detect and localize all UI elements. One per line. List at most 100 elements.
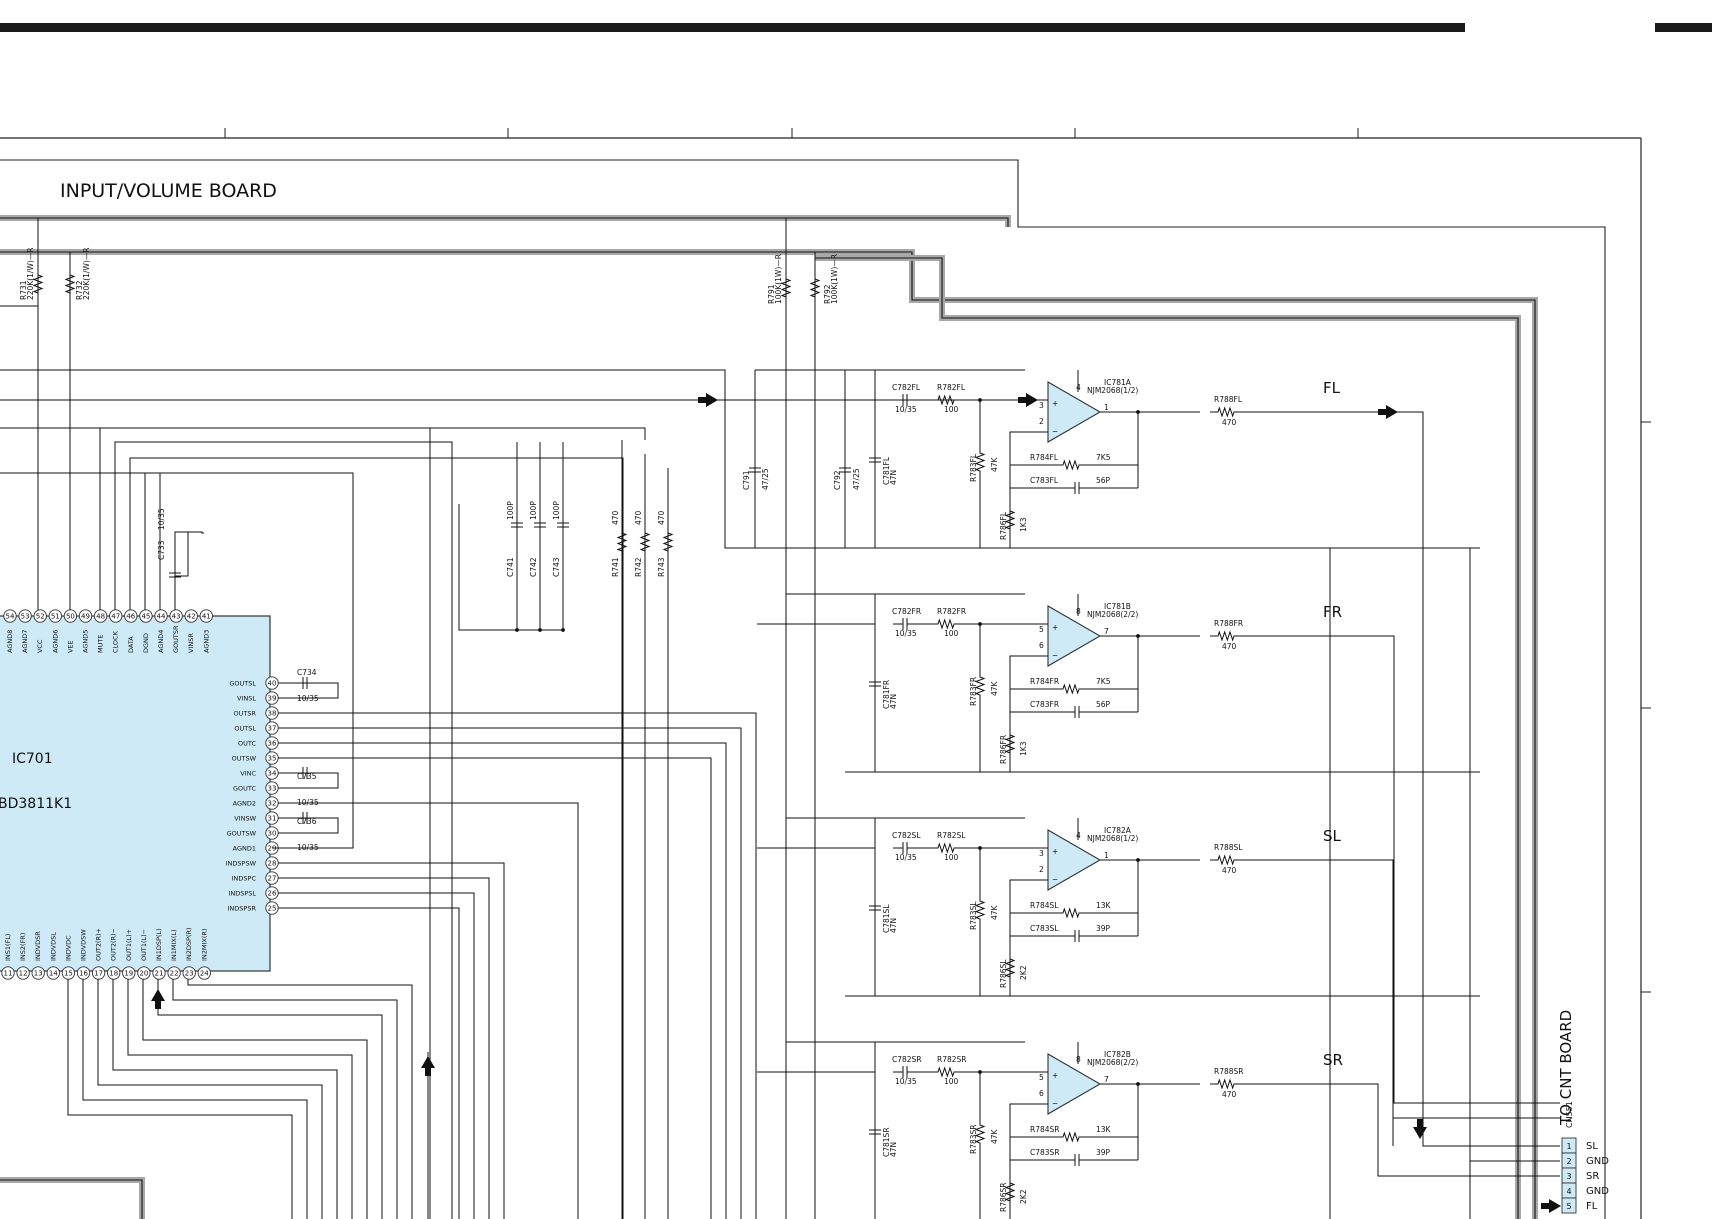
sl-pin-in-plus: 3 bbox=[1039, 849, 1044, 858]
c791-label: C791 bbox=[742, 470, 751, 490]
fr-r788-value: 470 bbox=[1222, 642, 1237, 651]
wire-fl-inv bbox=[1009, 431, 1048, 548]
fl-c782-value: 10/35 bbox=[895, 405, 917, 414]
fr-c781-label: C781FR bbox=[882, 680, 891, 709]
c743-capacitor bbox=[557, 513, 569, 537]
ic-right-pin-31-num: 31 bbox=[268, 815, 277, 823]
ic-top-pin-51-num: 51 bbox=[51, 613, 60, 621]
c743-label: C743 bbox=[552, 557, 561, 577]
fr-opamp-body bbox=[1047, 605, 1102, 667]
pin20-arrow bbox=[151, 989, 165, 1009]
ic-top-pin-49-num: 49 bbox=[81, 613, 90, 621]
sl-c781-capacitor bbox=[869, 896, 881, 920]
sl-c781-label: C781SL bbox=[882, 904, 891, 933]
connector-pin-5-label: FL bbox=[1586, 1201, 1598, 1212]
sl-opamp-body bbox=[1047, 829, 1102, 891]
ic-bottom-pin-15-num: 15 bbox=[64, 970, 73, 978]
ic-right-pin-name-34: VINC bbox=[240, 770, 256, 778]
ic-top-pin-name-50: VEE bbox=[66, 640, 74, 653]
fl-op-arrow bbox=[1018, 393, 1038, 407]
ic-bottom-pin-name-23: IN2DSP(R) bbox=[185, 927, 193, 961]
fl-c782 bbox=[893, 394, 917, 406]
sr-r783-label: R783SR bbox=[969, 1125, 978, 1155]
ic-right-pin-name-29: AGND1 bbox=[233, 845, 256, 853]
sr-c783-label: C783SR bbox=[1030, 1148, 1060, 1157]
sr-c782-label: C782SR bbox=[892, 1055, 922, 1064]
r743-resistor bbox=[662, 530, 674, 554]
ic-bottom-pin-18-num: 18 bbox=[109, 970, 118, 978]
ic-top-pin-42-circle bbox=[184, 609, 198, 623]
ic-right-pin-name-39: VINSL bbox=[237, 695, 256, 703]
sl-r783 bbox=[974, 898, 986, 922]
ic-right-pin-name-28: INDSPSW bbox=[226, 860, 257, 868]
ic-top-pin-43-circle bbox=[169, 609, 183, 623]
fr-opamp-plus: + bbox=[1052, 623, 1058, 632]
ic-top-pin-42-num: 42 bbox=[187, 613, 196, 621]
fl-out-arrow bbox=[1378, 405, 1398, 419]
wire-c733-loop bbox=[175, 531, 189, 577]
fl-r782-value: 100 bbox=[944, 405, 959, 414]
ic-right-pin-32-num: 32 bbox=[268, 800, 277, 808]
r731-label: R731 bbox=[19, 280, 28, 300]
r741-label: R741 bbox=[611, 557, 620, 577]
ic-top-pin-name-44: AGND4 bbox=[157, 630, 165, 653]
ic-bottom-pin-22-num: 22 bbox=[170, 970, 179, 978]
ic-top-pin-54-num: 54 bbox=[6, 613, 15, 621]
r791-resistor bbox=[780, 276, 792, 300]
ic-bottom-pin-23-circle bbox=[182, 966, 196, 980]
fl-r783-value: 47K bbox=[990, 456, 999, 472]
fl-opamp-body bbox=[1047, 381, 1102, 443]
sl-c782 bbox=[893, 842, 917, 854]
fr-r788 bbox=[1210, 630, 1246, 642]
sr-r788-label: R788SR bbox=[1214, 1067, 1244, 1076]
fr-r784-label: R784FR bbox=[1030, 677, 1059, 686]
sr-opamp-minus: − bbox=[1052, 1099, 1058, 1108]
fl-r782-label: R782FL bbox=[937, 383, 966, 392]
sl-c783-capacitor bbox=[1065, 930, 1089, 942]
fl-opamp-plus: + bbox=[1052, 399, 1058, 408]
ic-right-pin-28-num: 28 bbox=[268, 860, 277, 868]
fr-r784 bbox=[1055, 683, 1091, 695]
sr-r784 bbox=[1055, 1131, 1091, 1143]
ic-right-pin-40-num: 40 bbox=[268, 680, 277, 688]
ic-right-pin-name-33: GOUTC bbox=[233, 785, 257, 793]
board-outline bbox=[0, 159, 1606, 1219]
ic-top-pin-41-num: 41 bbox=[202, 613, 211, 621]
c742-value: 100P bbox=[529, 501, 538, 520]
fr-channel-label: FR bbox=[1323, 603, 1342, 621]
ic-top-pin-45-circle bbox=[139, 609, 153, 623]
fl-c783-capacitor bbox=[1065, 482, 1089, 494]
ic701-body bbox=[0, 615, 271, 972]
ic-bottom-pin-name-22: IN1MIX(L) bbox=[170, 929, 178, 961]
wire-mute bbox=[129, 457, 624, 1219]
ic-top-pin-name-53: AGND7 bbox=[21, 630, 29, 653]
bus-3 bbox=[815, 257, 1519, 1219]
ic-bottom-pin-11-circle bbox=[1, 966, 15, 980]
c742-label: C742 bbox=[529, 557, 538, 577]
ic-bottom-pin-13-num: 13 bbox=[34, 970, 43, 978]
r741-resistor bbox=[616, 530, 628, 554]
ic-right-pin-33-num: 33 bbox=[268, 785, 277, 793]
fl-ic-ref: IC781A bbox=[1104, 378, 1132, 387]
c736-label: C736 bbox=[297, 817, 317, 826]
wire-sl-loop bbox=[1246, 859, 1394, 1146]
r732-value: 220K(1/W)—R bbox=[82, 247, 91, 300]
connector-pin-3-num: 3 bbox=[1566, 1172, 1571, 1181]
sr-pin-in-minus: 6 bbox=[1039, 1089, 1044, 1098]
sr-r783 bbox=[974, 1122, 986, 1146]
fr-r786-value: 1K3 bbox=[1019, 741, 1028, 756]
ic-bottom-pin-17-circle bbox=[91, 966, 106, 980]
connector-pin-1-label: SL bbox=[1586, 1141, 1598, 1152]
fl-r783-label: R783FL bbox=[969, 453, 978, 482]
wire-gnd-main bbox=[762, 547, 1471, 1219]
r792-label: R792 bbox=[823, 284, 832, 304]
ic-bottom-pin-name-14: INDVDSL bbox=[49, 932, 57, 961]
wire-bottom-bus-1 bbox=[157, 979, 383, 1219]
fr-pin-out: 7 bbox=[1104, 627, 1109, 636]
fl-ic-part: NJM2068(1/2) bbox=[1087, 386, 1138, 395]
ic-bottom-pin-20-num: 20 bbox=[139, 970, 148, 978]
wire-indspsw bbox=[278, 862, 505, 1219]
wire-bottom-fan-1 bbox=[112, 979, 338, 1219]
connector-pin-3-label: SR bbox=[1586, 1171, 1599, 1182]
sr-r784-label: R784SR bbox=[1030, 1125, 1060, 1134]
